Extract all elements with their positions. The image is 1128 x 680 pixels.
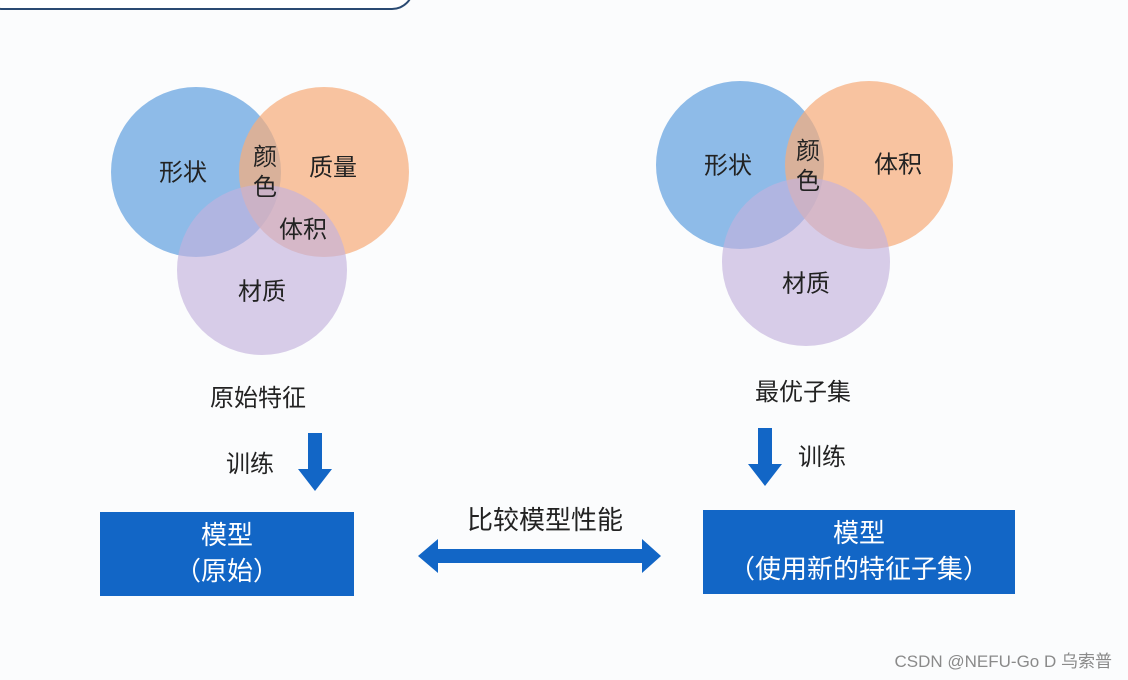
watermark: CSDN @NEFU-Go D 乌索普 (894, 652, 1113, 671)
arrow-down-icon (748, 428, 782, 486)
label-shape: 形状 (159, 158, 207, 187)
label-material: 材质 (238, 277, 286, 306)
label-mass: 质量 (309, 153, 357, 182)
circle-material (177, 185, 347, 355)
model-new-subset-box: 模型 （使用新的特征子集） (703, 510, 1015, 594)
caption-optimal-subset: 最优子集 (755, 378, 851, 406)
model-title: 模型 (200, 521, 253, 551)
train-label-right: 训练 (798, 443, 846, 471)
model-subtitle: （使用新的特征子集） (728, 555, 989, 585)
double-arrow-icon (418, 539, 661, 573)
venn-circles (111, 87, 409, 355)
top-frame-border (0, 0, 414, 10)
label-color: 颜色 (791, 138, 820, 198)
arrow-down-icon (298, 433, 332, 491)
model-original-box: 模型 （原始） (100, 512, 354, 596)
label-volume: 体积 (279, 215, 327, 244)
model-subtitle: （原始） (174, 557, 279, 587)
label-volume: 体积 (874, 150, 922, 179)
label-material: 材质 (782, 269, 830, 298)
caption-original-features: 原始特征 (210, 384, 306, 412)
model-title: 模型 (832, 519, 885, 549)
label-color: 颜色 (248, 144, 277, 204)
label-shape: 形状 (704, 151, 752, 180)
venn-circles (656, 81, 953, 346)
compare-performance-label: 比较模型性能 (466, 506, 624, 536)
circle-material (722, 178, 890, 346)
train-label-left: 训练 (226, 450, 274, 478)
